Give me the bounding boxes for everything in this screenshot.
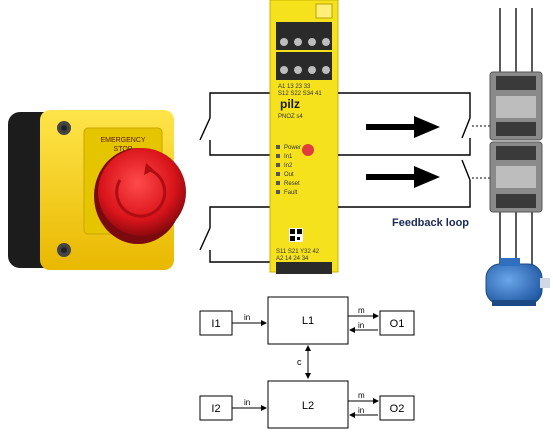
estop-label-line1: EMERGENCY bbox=[100, 137, 145, 144]
relay-brand: pilz bbox=[280, 97, 300, 111]
relay-model: PNOZ s4 bbox=[278, 114, 303, 120]
signal-out-1: in bbox=[358, 321, 364, 330]
arrow-right-icon-2 bbox=[414, 166, 440, 188]
contactor-1 bbox=[489, 71, 543, 141]
indicator-in2: In2 bbox=[284, 163, 293, 169]
emergency-stop-box: EMERGENCY STOP bbox=[8, 110, 186, 270]
contactor-2 bbox=[489, 141, 543, 213]
signal-m-2: m bbox=[358, 391, 365, 400]
input-wires bbox=[199, 92, 272, 263]
output-label-o2: O2 bbox=[390, 403, 405, 415]
signal-m-1: m bbox=[358, 306, 365, 315]
feedback-loop-label: Feedback loop bbox=[392, 217, 469, 229]
indicator-fault: Fault bbox=[284, 190, 298, 196]
coupling-label: c bbox=[297, 357, 302, 367]
bottom-terminals-row1: S11 S21 Y32 42 bbox=[276, 249, 320, 255]
signal-out-2: in bbox=[358, 406, 364, 415]
arrow-right-icon bbox=[414, 116, 440, 138]
block-labels: I1 L1 O1 I2 L2 O2 bbox=[211, 315, 404, 415]
output-box-o2 bbox=[379, 395, 415, 421]
signal-labels: in m in c in m in bbox=[244, 306, 365, 415]
logic-box-l2 bbox=[267, 380, 349, 429]
logic-box-l1 bbox=[267, 296, 349, 345]
input-label-i2: I2 bbox=[211, 403, 220, 415]
safety-relay: A1 13 23 33 S12 S22 S34 41 pilz PNOZ s4 … bbox=[269, 0, 339, 274]
top-terminals-row1: A1 13 23 33 bbox=[278, 84, 311, 90]
input-label-i1: I1 bbox=[211, 318, 220, 330]
logic-label-l2: L2 bbox=[302, 400, 314, 412]
estop-label-line2: STOP bbox=[114, 146, 133, 153]
indicator-in1: In1 bbox=[284, 154, 293, 160]
qr-code bbox=[289, 228, 303, 242]
signal-in-2: in bbox=[244, 398, 250, 407]
bottom-terminal-block bbox=[276, 262, 332, 274]
bottom-terminals-row2: A2 14 24 34 bbox=[276, 256, 309, 262]
logic-label-l1: L1 bbox=[302, 315, 314, 327]
block-diagram bbox=[199, 296, 415, 429]
top-terminals-row2: S12 S22 S34 41 bbox=[278, 91, 322, 97]
indicator-out: Out bbox=[284, 172, 294, 178]
output-wires bbox=[338, 92, 471, 208]
electric-motor bbox=[485, 258, 550, 306]
estop-button[interactable] bbox=[98, 148, 186, 236]
output-box-o1 bbox=[379, 310, 415, 336]
rotate-arrow-icon bbox=[115, 168, 167, 218]
top-terminal-block-2 bbox=[276, 52, 332, 80]
signal-arrows bbox=[366, 116, 440, 188]
signal-in-1: in bbox=[244, 313, 250, 322]
indicator-power: Power bbox=[284, 145, 301, 151]
rotate-arrowhead-icon bbox=[144, 163, 154, 175]
output-label-o1: O1 bbox=[390, 318, 405, 330]
indicator-list: Power In1 In2 Out Reset Fault bbox=[276, 145, 301, 196]
reset-led bbox=[302, 144, 314, 156]
indicator-reset: Reset bbox=[284, 181, 300, 187]
